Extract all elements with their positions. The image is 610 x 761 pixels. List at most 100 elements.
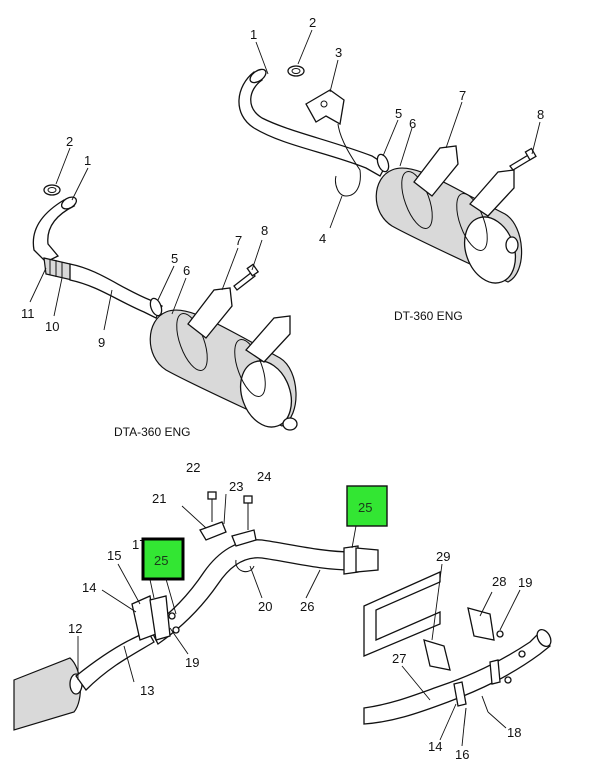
lower-right-callout-14: 14: [428, 739, 442, 754]
dt360-bracket-hole: [320, 100, 328, 108]
lower-right-leader-29: [431, 563, 443, 641]
dta360-gasket: [43, 184, 61, 196]
lower-muffler-stub: [13, 657, 81, 731]
hotspot-25-lower-box[interactable]: [141, 537, 185, 581]
lower-u-clamp-20: [235, 559, 255, 573]
hotspot-25-upper-leader: [351, 525, 357, 549]
lower-leader-13: [123, 645, 135, 683]
dta360-caption: DTA-360 ENG: [114, 425, 190, 439]
lower-right-leader-18: [487, 711, 507, 729]
lower-left-assembly: 12 13 14 15 17 19 20 21 22 23 24 26: [13, 460, 379, 731]
lower-right-bracket-29: [423, 639, 451, 671]
dt360-strap-a: [401, 171, 433, 229]
lower-callout-24: 24: [257, 469, 271, 484]
dt360-callout-5: 5: [395, 106, 402, 121]
dta360-leader-9: [103, 289, 113, 331]
lower-right-leader-16: [461, 725, 465, 747]
dta360-callout-1: 1: [84, 153, 91, 168]
lower-callout-21: 21: [152, 491, 166, 506]
lower-right-clamp-b: [489, 659, 501, 685]
dt360-leader-6: [399, 127, 413, 167]
lower-pipe-26-end: [355, 547, 379, 573]
dta360-leader-8: [251, 239, 263, 271]
dta360-assembly: 1 2 5 6 7 8 9 10 11 DTA-360 ENG: [21, 134, 298, 439]
dta360-leader-11: [29, 267, 47, 303]
dta360-clamp: [149, 297, 163, 317]
lower-clamp-nut-b: [172, 626, 180, 634]
lower-right-leader-27: [401, 665, 431, 701]
dta360-strap-b: [234, 339, 266, 397]
dt360-callout-4: 4: [319, 231, 326, 246]
lower-right-leader-28: [479, 591, 493, 617]
lower-leader-26: [305, 569, 321, 599]
dta360-gasket-hole: [47, 187, 57, 193]
lower-callout-12: 12: [68, 621, 82, 636]
lower-clamp-strap: [149, 595, 171, 641]
dt360-callout-8: 8: [537, 107, 544, 122]
lower-clamp-nut-a: [168, 612, 176, 620]
hotspot-25-upper[interactable]: 25: [346, 485, 388, 527]
dt360-strap-b: [456, 193, 488, 251]
dta360-muffler-end: [239, 360, 293, 428]
dt360-callout-7: 7: [459, 88, 466, 103]
hotspot-25-lower[interactable]: 25: [141, 537, 185, 581]
dta360-bolt-head: [246, 263, 260, 277]
dta360-long-pipe: [69, 263, 163, 319]
dta360-leader-7: [221, 247, 239, 291]
dta360-mount-bracket-b: [245, 315, 291, 363]
dt360-bolt-head: [524, 147, 537, 161]
dta360-callout-6: 6: [183, 263, 190, 278]
dt360-leader-2: [297, 29, 313, 65]
dt360-hanger-rod: [335, 123, 361, 197]
dt360-leader-4: [329, 195, 343, 229]
lower-callout-15: 15: [107, 548, 121, 563]
lower-right-callout-29: 29: [436, 549, 450, 564]
dt360-exhaust-pipe: [238, 71, 387, 177]
lower-callout-26: 26: [300, 599, 314, 614]
frame-rail: [363, 570, 441, 657]
lower-right-assembly: 27 29 28 19 14 16 18: [363, 549, 552, 761]
lower-right-leader-14: [439, 703, 457, 741]
lower-leader-23: [223, 493, 227, 525]
lower-right-nut-a: [504, 676, 512, 684]
dta360-callout-9: 9: [98, 335, 105, 350]
dt360-callout-6: 6: [409, 116, 416, 131]
lower-right-leader-19: [499, 589, 521, 631]
lower-callout-19: 19: [185, 655, 199, 670]
dta360-callout-7: 7: [235, 233, 242, 248]
dt360-callout-2: 2: [309, 15, 316, 30]
lower-bracket-23: [231, 529, 257, 547]
lower-right-nut-b: [518, 650, 526, 658]
dt360-mount-bracket-b: [469, 169, 515, 217]
dta360-muffler-outlet: [282, 417, 298, 431]
lower-leader-14: [101, 589, 137, 613]
lower-callout-20: 20: [258, 599, 272, 614]
dta360-flex-pipe: [43, 257, 73, 281]
hotspot-25-upper-box[interactable]: [346, 485, 388, 527]
lower-bolt-24-head: [243, 495, 253, 504]
dta360-leader-6: [171, 277, 187, 315]
hotspot-25-lower-leader: [165, 578, 177, 615]
dta360-callout-8: 8: [261, 223, 268, 238]
lower-leader-21: [181, 505, 207, 529]
dt360-leader-8: [531, 121, 541, 155]
dta360-elbow-pipe: [32, 199, 76, 263]
lower-right-pipe-end: [536, 628, 552, 648]
lower-right-bolt-18: [481, 695, 489, 713]
dt360-gasket-hole: [291, 68, 301, 74]
dta360-leader-1: [71, 167, 89, 201]
lower-right-callout-18: 18: [507, 725, 521, 740]
hotspot-25-lower-label: 25: [154, 553, 168, 568]
lower-bolt-22-head: [207, 491, 217, 500]
dt360-leader-3: [329, 59, 339, 93]
dt360-pipe-end: [249, 68, 267, 84]
hotspot-25-upper-label: 25: [358, 500, 372, 515]
lower-right-callout-28: 28: [492, 574, 506, 589]
dta360-leader-10: [53, 277, 63, 317]
lower-callout-22: 22: [186, 460, 200, 475]
dta360-callout-2: 2: [66, 134, 73, 149]
dta360-callout-11: 11: [21, 306, 35, 321]
dt360-callout-1: 1: [250, 27, 257, 42]
dta360-leader-5: [157, 265, 175, 301]
